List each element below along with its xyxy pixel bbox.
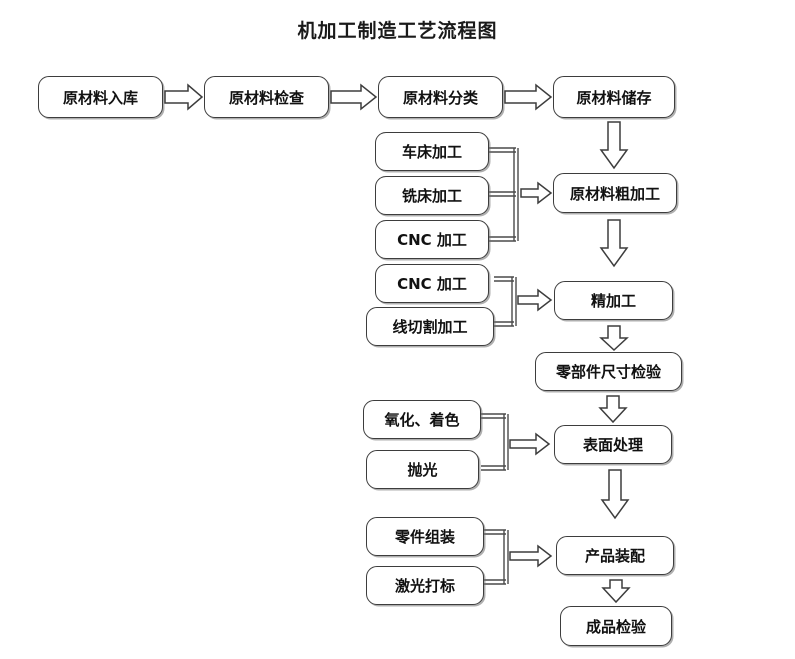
node-raw-material-rough-machining[interactable]: 原材料粗加工 xyxy=(553,173,677,213)
arrowhead-fine-group-to-fine-machining xyxy=(517,288,553,312)
node-raw-material-intake[interactable]: 原材料入库 xyxy=(38,76,163,118)
node-final-inspection[interactable]: 成品检验 xyxy=(560,606,672,646)
node-label: CNC 加工 xyxy=(397,275,467,293)
node-fine-machining[interactable]: 精加工 xyxy=(554,281,673,320)
node-label: 铣床加工 xyxy=(401,187,462,205)
node-label: 成品检验 xyxy=(585,617,646,636)
node-part-assembly[interactable]: 零件组装 xyxy=(366,517,484,556)
node-lathe-machining[interactable]: 车床加工 xyxy=(375,132,489,171)
node-label: 原材料入库 xyxy=(62,88,138,107)
node-label: 线切割加工 xyxy=(392,318,468,336)
arrow-rough-to-fine-machining xyxy=(599,219,629,268)
arrowhead-surface-group-to-surface-treatment xyxy=(509,432,551,456)
node-product-assembly[interactable]: 产品装配 xyxy=(556,536,674,575)
arrow-storage-to-rough-machining xyxy=(599,121,629,170)
arrow-intake-to-inspect xyxy=(164,83,204,111)
node-surface-treatment[interactable]: 表面处理 xyxy=(554,425,672,464)
node-label: 原材料分类 xyxy=(402,88,478,107)
node-wire-cutting[interactable]: 线切割加工 xyxy=(366,307,494,346)
node-label: 原材料检查 xyxy=(228,88,304,107)
bracket-assembly-group xyxy=(484,529,509,585)
node-laser-marking[interactable]: 激光打标 xyxy=(366,566,484,605)
bracket-fine-machining-group xyxy=(494,276,517,327)
node-label: 车床加工 xyxy=(401,143,462,161)
node-polishing[interactable]: 抛光 xyxy=(366,450,479,489)
node-label: 零件组装 xyxy=(394,528,455,546)
bracket-surface-group xyxy=(481,413,509,471)
arrowhead-assembly-group-to-product-assembly xyxy=(509,544,553,568)
arrow-inspect-to-classify xyxy=(330,83,378,111)
node-dimension-inspection[interactable]: 零部件尺寸检验 xyxy=(535,352,682,391)
node-label: 表面处理 xyxy=(582,436,643,454)
node-label: 产品装配 xyxy=(584,547,645,565)
page-title: 机加工制造工艺流程图 xyxy=(297,20,498,42)
node-label: 氧化、着色 xyxy=(384,411,460,429)
arrow-surface-treatment-to-product-assembly xyxy=(600,469,630,520)
node-raw-material-storage[interactable]: 原材料储存 xyxy=(553,76,675,118)
node-raw-material-inspection[interactable]: 原材料检查 xyxy=(204,76,329,118)
node-label: 零部件尺寸检验 xyxy=(555,363,661,381)
node-label: 抛光 xyxy=(407,461,438,479)
arrowhead-machining-group-to-rough-machining xyxy=(520,181,553,205)
node-cnc-fine-machining[interactable]: CNC 加工 xyxy=(375,264,489,303)
node-cnc-rough-machining[interactable]: CNC 加工 xyxy=(375,220,489,259)
arrow-product-assembly-to-final-inspection xyxy=(601,579,631,604)
arrow-classify-to-storage xyxy=(504,83,553,111)
node-milling-machining[interactable]: 铣床加工 xyxy=(375,176,489,215)
arrow-fine-machining-to-dimension-check xyxy=(599,325,629,352)
node-label: 激光打标 xyxy=(394,577,455,595)
node-raw-material-classification[interactable]: 原材料分类 xyxy=(378,76,503,118)
node-label: CNC 加工 xyxy=(397,231,467,249)
arrow-dimension-check-to-surface-treatment xyxy=(598,395,628,424)
node-label: 原材料粗加工 xyxy=(569,184,660,203)
node-label: 原材料储存 xyxy=(576,88,652,107)
node-label: 精加工 xyxy=(590,292,636,310)
bracket-machining-group xyxy=(489,147,519,242)
node-oxidation-coloring[interactable]: 氧化、着色 xyxy=(363,400,481,439)
